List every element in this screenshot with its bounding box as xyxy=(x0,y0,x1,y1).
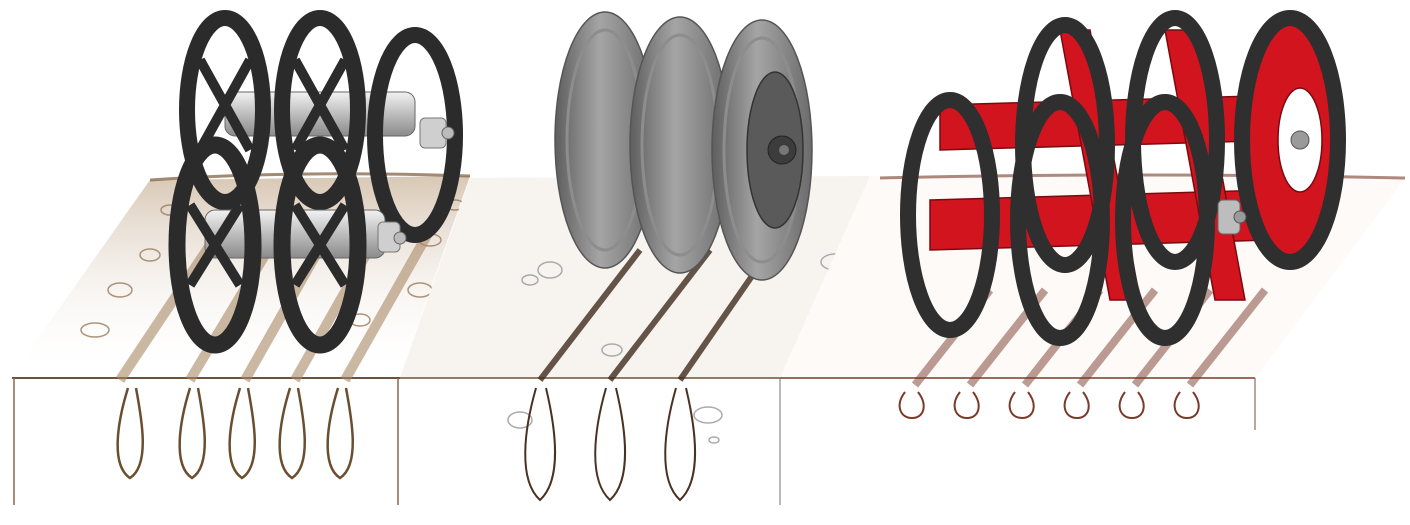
middle-roller xyxy=(555,12,812,280)
